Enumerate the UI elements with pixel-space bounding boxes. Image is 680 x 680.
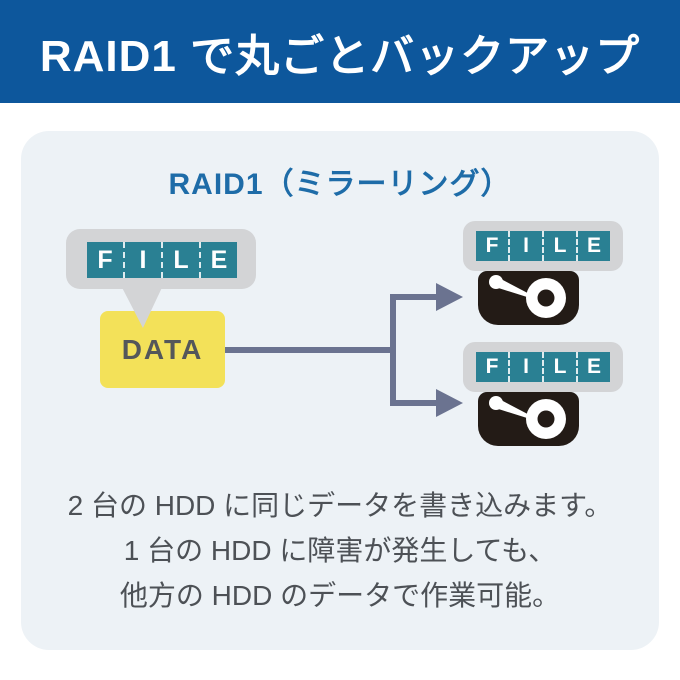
hdd-body (478, 392, 579, 446)
file-letter: L (544, 352, 578, 382)
file-letter: L (544, 231, 578, 261)
file-label: F I L E (476, 352, 610, 382)
header-banner: RAID1 で丸ごとバックアップ (0, 0, 680, 103)
file-label: F I L E (87, 242, 237, 278)
file-letter: E (586, 355, 601, 378)
file-letter: F (476, 231, 510, 261)
hdd-drive-2: F I L E (463, 342, 625, 446)
file-letter: I (125, 242, 163, 278)
description-line: 2 台の HDD に同じデータを書き込みます。 (67, 490, 613, 521)
file-label: F I L E (476, 231, 610, 261)
data-box: DATA (100, 311, 225, 388)
hdd-platter-icon (489, 275, 566, 318)
hdd-platter-icon (489, 396, 566, 439)
page-title: RAID1 で丸ごとバックアップ (39, 31, 641, 81)
description-line: 1 台の HDD に障害が発生しても、 (123, 535, 557, 566)
file-letter: I (510, 352, 544, 382)
file-letter: F (476, 352, 510, 382)
card-subtitle: RAID1（ミラーリング） (168, 168, 512, 201)
hdd-drive-1: F I L E (463, 221, 625, 325)
description-text: 2 台の HDD に同じデータを書き込みます。 1 台の HDD に障害が発生し… (0, 483, 680, 618)
file-letter: F (87, 242, 125, 278)
data-box-label: DATA (121, 333, 204, 365)
description-line: 他方の HDD のデータで作業可能。 (119, 580, 561, 611)
source-file-tag: F I L E (66, 229, 256, 289)
file-letter: L (163, 242, 201, 278)
file-letter: E (586, 234, 601, 257)
hdd-body (478, 271, 579, 325)
file-letter: I (510, 231, 544, 261)
file-letter: E (210, 245, 228, 274)
